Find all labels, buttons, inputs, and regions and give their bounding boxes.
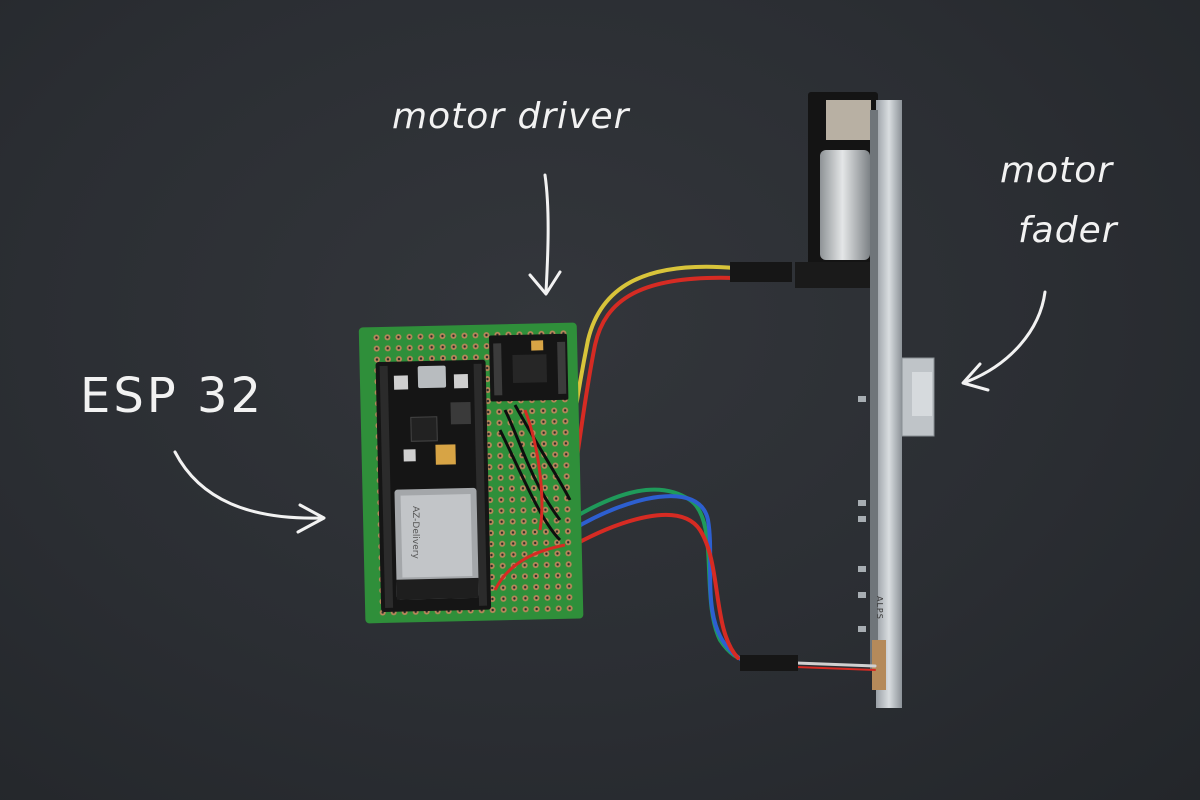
arrow-motor-driver [543, 173, 550, 294]
label-motor-fader-line1: motor [1000, 150, 1114, 191]
fader-rail [876, 100, 902, 708]
chip-brand-marking: AZ-Delivery [410, 506, 420, 559]
arrow-motor-fader [964, 290, 1047, 384]
fader-brand-marking: ALPS [875, 596, 884, 620]
annotation-arrows [173, 173, 1047, 534]
usb-port [417, 365, 447, 389]
label-esp32: ESP 32 [80, 368, 265, 424]
pcb-board [358, 322, 584, 624]
label-motor-driver: motor driver [392, 96, 630, 137]
wires [566, 262, 877, 671]
motor-fader [795, 92, 935, 708]
arrow-esp32 [173, 450, 324, 520]
label-motor-fader-line2: fader [1018, 210, 1118, 251]
